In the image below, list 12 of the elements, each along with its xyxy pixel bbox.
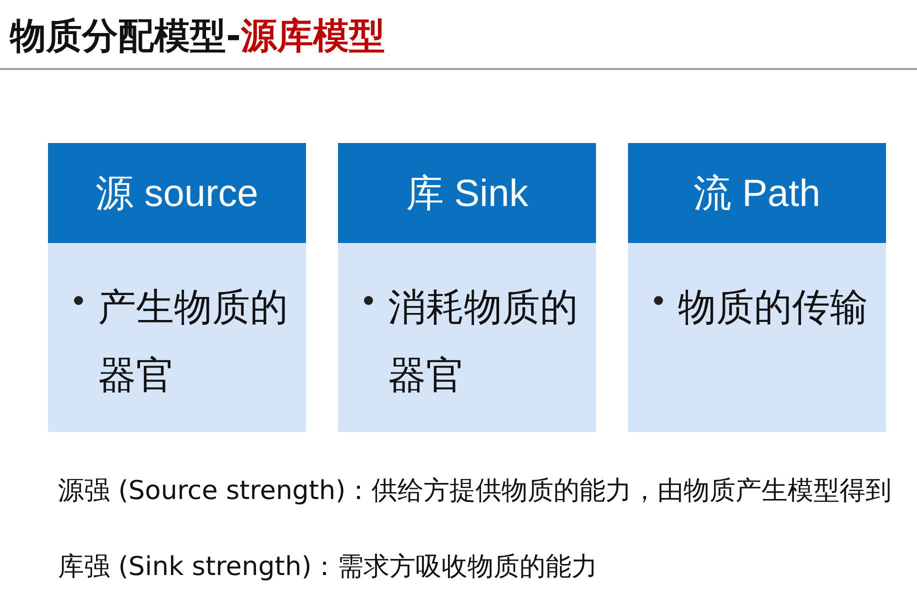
bullet-text: 产生物质的器官	[98, 284, 288, 399]
bullet-text: 物质的传输	[678, 284, 868, 331]
note-text: 源强 (Source strength)：供给方提供物质的能力，由物质产生模型得到	[58, 475, 893, 508]
info-card	[628, 143, 886, 432]
info-card	[48, 143, 306, 432]
bullet-text: 消耗物质的器官	[388, 284, 578, 399]
slide-title: 物质分配模型-源库模型	[10, 15, 385, 59]
header-band: 库 Sink	[338, 143, 596, 243]
note-text: 库强 (Sink strength)：需求方吸收物质的能力	[58, 551, 599, 584]
info-card	[338, 143, 596, 432]
header-band: 源 source	[48, 143, 306, 243]
header-band: 流 Path	[628, 143, 886, 243]
